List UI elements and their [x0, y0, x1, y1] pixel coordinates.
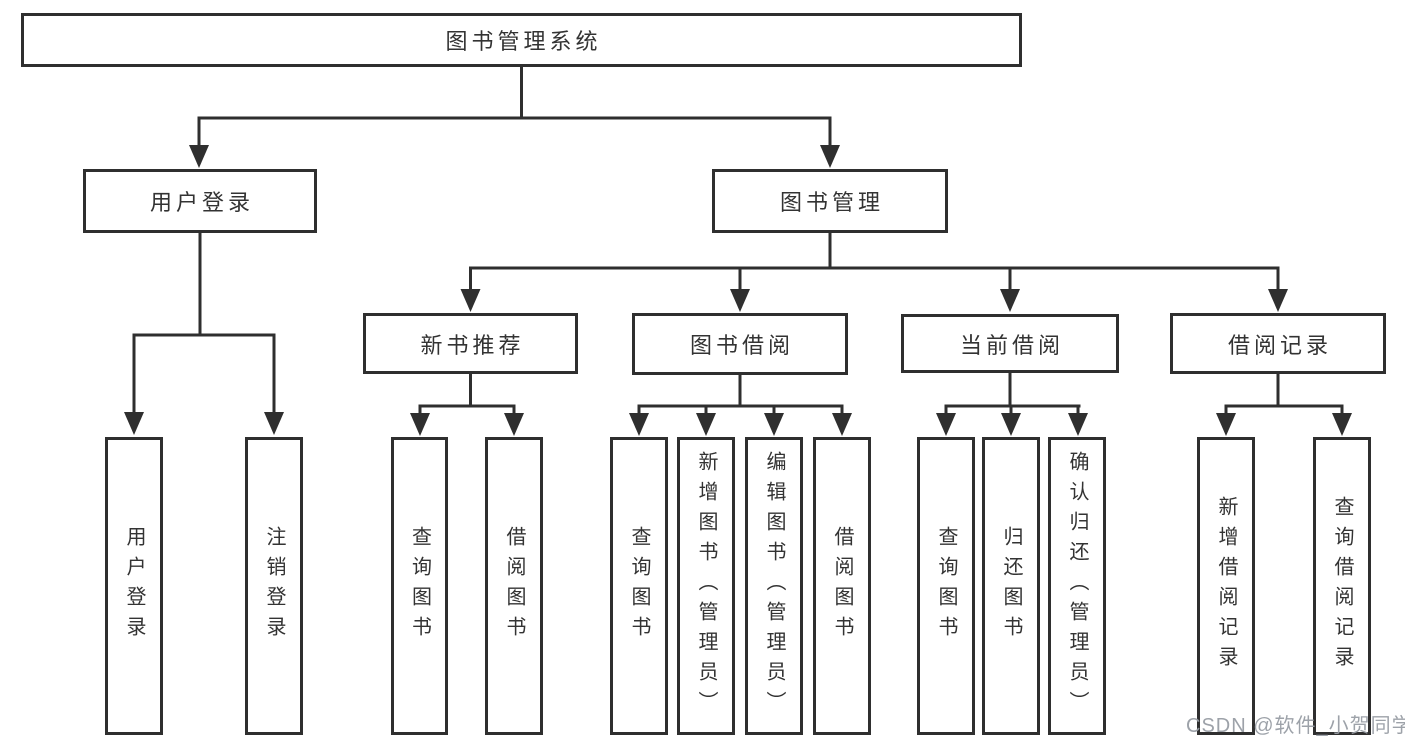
node-label: 新增图书（管理员）	[695, 451, 717, 721]
node-label: 归还图书	[1000, 526, 1022, 646]
node-label: 查询图书	[408, 526, 431, 646]
node-label: 查询图书	[935, 526, 957, 646]
arrowhead	[1001, 413, 1021, 436]
arrowhead	[410, 413, 430, 436]
node-label: 借阅图书	[503, 526, 525, 646]
connectors-borrow-records	[1216, 374, 1352, 436]
leaf-logout: 注销登录	[245, 437, 303, 735]
node-new-book-recommend: 新书推荐	[363, 313, 578, 374]
node-borrow-records: 借阅记录	[1170, 313, 1386, 374]
node-library-system: 图书管理系统	[21, 13, 1022, 67]
leaf-return-books: 归还图书	[982, 437, 1040, 735]
arrowhead	[460, 289, 481, 312]
arrowhead	[936, 413, 956, 436]
node-user-login-group: 用户登录	[83, 169, 317, 233]
node-label: 用户登录	[123, 526, 145, 646]
connectors-user-login	[124, 233, 284, 435]
arrowhead	[629, 413, 649, 436]
csdn-watermark: CSDN @软件_小贺同学	[1186, 715, 1405, 737]
arrowhead	[1268, 289, 1288, 312]
node-book-management: 图书管理	[712, 169, 948, 233]
node-label: 图书管理系统	[445, 29, 602, 54]
connectors-book-borrow	[629, 375, 852, 436]
arrowhead	[832, 413, 852, 436]
leaf-query-books-borrow: 查询图书	[610, 437, 668, 735]
node-label: 注销登录	[263, 526, 285, 646]
leaf-borrow-books-recommend: 借阅图书	[485, 437, 543, 735]
node-label: 当前借阅	[959, 332, 1064, 358]
node-label: 图书管理	[779, 190, 884, 215]
leaf-query-borrow-record: 查询借阅记录	[1313, 437, 1371, 735]
arrowhead	[764, 413, 784, 436]
connectors-current-borrow	[936, 373, 1088, 436]
node-label: 借阅记录	[1227, 332, 1332, 358]
arrowhead	[1000, 289, 1020, 312]
arrowhead	[1216, 413, 1236, 436]
connectors-book-management	[460, 233, 1288, 312]
arrowhead	[264, 412, 284, 435]
node-label: 用户登录	[149, 190, 254, 215]
leaf-add-borrow-record: 新增借阅记录	[1197, 437, 1255, 735]
node-book-borrow: 图书借阅	[632, 313, 848, 375]
node-label: 查询借阅记录	[1331, 496, 1353, 676]
node-label: 确认归还（管理员）	[1066, 451, 1088, 721]
node-label: 借阅图书	[831, 526, 853, 646]
leaf-user-login: 用户登录	[105, 437, 163, 735]
leaf-query-books-current: 查询图书	[917, 437, 975, 735]
arrowhead	[1068, 413, 1088, 436]
leaf-borrow-books: 借阅图书	[813, 437, 871, 735]
connectors-new-book-recommend	[410, 374, 524, 436]
node-label: 新增借阅记录	[1215, 496, 1237, 676]
node-label: 新书推荐	[420, 332, 525, 358]
node-label: 图书借阅	[689, 333, 794, 358]
arrowhead	[820, 145, 840, 168]
leaf-edit-books-admin: 编辑图书（管理员）	[745, 437, 803, 735]
connectors-root	[189, 67, 840, 168]
arrowhead	[124, 412, 144, 435]
arrowhead	[696, 413, 716, 436]
arrowhead	[504, 413, 524, 436]
leaf-query-books-recommend: 查询图书	[391, 437, 448, 735]
arrowhead	[730, 289, 750, 312]
leaf-add-books-admin: 新增图书（管理员）	[677, 437, 735, 735]
node-current-borrow: 当前借阅	[901, 314, 1119, 373]
node-label: 编辑图书（管理员）	[763, 451, 785, 721]
node-label: 查询图书	[628, 526, 650, 646]
arrowhead	[1332, 413, 1352, 436]
leaf-confirm-return-admin: 确认归还（管理员）	[1048, 437, 1106, 735]
arrowhead	[189, 145, 209, 168]
